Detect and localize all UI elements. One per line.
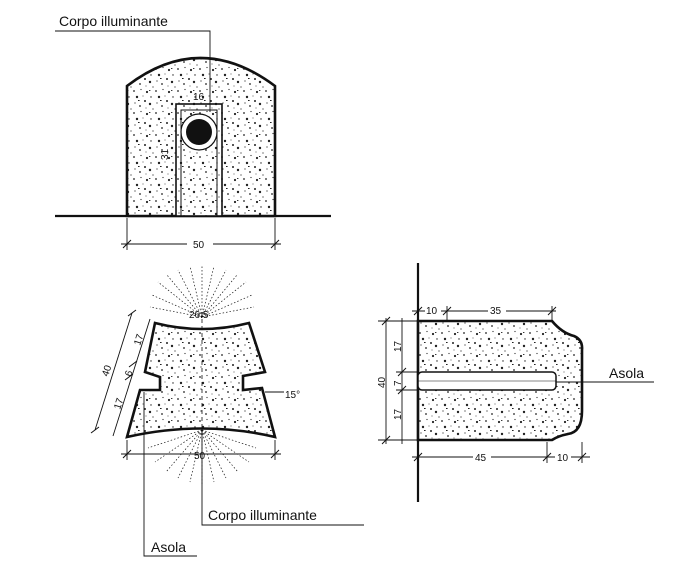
plan-dim-outer-line xyxy=(94,312,133,431)
front-leader-line xyxy=(55,30,211,112)
front-width-dim: 50 xyxy=(193,240,205,251)
plan-tick-6 xyxy=(270,449,280,459)
side-tick-8 xyxy=(413,452,423,462)
plan-tick-4 xyxy=(128,360,138,368)
rays-bottom xyxy=(147,429,257,484)
front-tick-right xyxy=(270,239,280,249)
plan-dim-inner-line xyxy=(112,318,151,437)
side-tick-3 xyxy=(547,306,557,316)
side-tick-2 xyxy=(442,306,452,316)
side-tick-5 xyxy=(381,435,391,445)
plan-label-asola: Asola xyxy=(151,539,186,555)
side-top-right-dim: 35 xyxy=(490,306,502,317)
side-bottom-main-bg xyxy=(473,451,491,463)
side-top-right-bg xyxy=(488,303,506,315)
side-top-left-bg xyxy=(425,303,441,315)
side-bottom-main-dim: 45 xyxy=(475,453,487,464)
plan-angle-dim: 15° xyxy=(285,390,300,401)
front-tick-left xyxy=(122,239,132,249)
side-bottom-right-bg xyxy=(555,451,571,463)
plan-tick-1 xyxy=(90,426,100,434)
light-body-icon xyxy=(186,119,212,145)
plan-height-top-dim: 17 xyxy=(132,333,146,347)
side-height-top-dim: 17 xyxy=(393,340,404,352)
plan-body xyxy=(125,321,277,439)
plan-view: 26.5 40 17 6 17 15° 50 Corpo illuminante… xyxy=(90,265,364,557)
plan-leader-asola xyxy=(143,392,197,557)
rays-top xyxy=(149,265,255,318)
side-top-left-dim: 10 xyxy=(426,306,438,317)
side-tick-10 xyxy=(577,452,587,462)
front-inner-top-dim: 16 xyxy=(193,92,205,103)
side-height-total-dim: 40 xyxy=(377,376,388,388)
plan-leader-corpo xyxy=(201,430,364,526)
side-tick-1 xyxy=(413,306,423,316)
side-label-asola: Asola xyxy=(609,365,644,381)
front-inner-side-dim: 31 xyxy=(160,148,171,160)
front-label-corpo: Corpo illuminante xyxy=(59,13,168,29)
plan-total-height-dim: 40 xyxy=(100,364,114,378)
side-tick-9 xyxy=(542,452,552,462)
front-view: 16 31 Corpo illuminante 50 xyxy=(55,13,331,251)
plan-label-corpo: Corpo illuminante xyxy=(208,507,317,523)
side-tick-4 xyxy=(381,316,391,326)
plan-tick-2 xyxy=(127,309,137,317)
plan-bottom-width-dim: 50 xyxy=(194,451,206,462)
side-bottom-right-dim: 10 xyxy=(557,453,569,464)
plan-tick-3 xyxy=(124,373,134,381)
plan-height-mid-dim: 6 xyxy=(123,369,135,378)
side-height-mid-dim: 7 xyxy=(393,380,404,386)
plan-top-width-dim: 26.5 xyxy=(189,310,209,321)
front-recess-inner xyxy=(180,109,218,217)
plan-height-bottom-dim: 17 xyxy=(112,397,126,411)
side-tick-6 xyxy=(397,367,407,377)
side-height-bottom-dim: 17 xyxy=(393,408,404,420)
side-view: 10 35 40 17 7 17 45 10 Asola xyxy=(377,263,654,502)
side-tick-7 xyxy=(397,385,407,395)
plan-tick-5 xyxy=(122,449,132,459)
